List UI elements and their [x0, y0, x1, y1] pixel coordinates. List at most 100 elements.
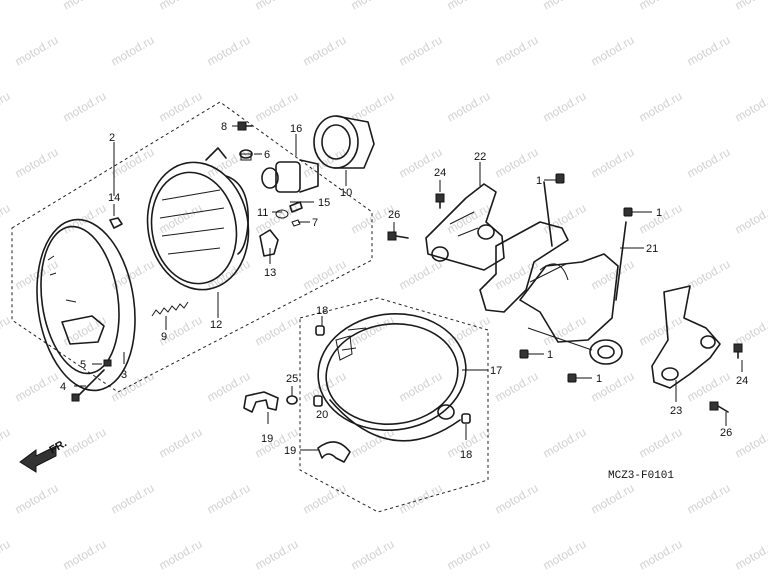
callout-12: 12: [210, 319, 222, 331]
watermark-text: motod.ru: [349, 0, 397, 13]
watermark-text: motod.ru: [253, 89, 301, 125]
watermark-text: motod.ru: [733, 537, 768, 573]
watermark-text: motod.ru: [109, 145, 157, 181]
callout-13: 13: [264, 267, 276, 279]
watermark-text: motod.ru: [397, 257, 445, 293]
callout-8: 8: [221, 121, 227, 133]
callout-22: 22: [474, 151, 486, 163]
bolt-26b: [709, 401, 729, 413]
callout-2: 2: [109, 132, 115, 144]
watermark-text: motod.ru: [0, 201, 13, 237]
watermark-text: motod.ru: [541, 537, 589, 573]
watermark-text: motod.ru: [349, 313, 397, 349]
watermark-text: motod.ru: [637, 89, 685, 125]
watermark-text: motod.ru: [637, 425, 685, 461]
watermark-text: motod.ru: [13, 369, 61, 405]
watermark-text: motod.ru: [493, 481, 541, 517]
watermark-text: motod.ru: [733, 313, 768, 349]
washer: [275, 209, 289, 219]
callout-1b: 1: [656, 207, 662, 219]
bolt-1d: [567, 373, 577, 383]
watermark-text: motod.ru: [157, 425, 205, 461]
watermark-text: motod.ru: [637, 537, 685, 573]
watermark-text: motod.ru: [589, 145, 637, 181]
watermark-text: motod.ru: [0, 425, 13, 461]
watermark-text: motod.ru: [0, 313, 13, 349]
headlight-assembly-frame: [11, 101, 373, 393]
wire-clamp-lower: [317, 441, 351, 463]
callout-23: 23: [670, 405, 682, 417]
watermark-text: motod.ru: [109, 481, 157, 517]
watermark-text: motod.ru: [685, 257, 733, 293]
headlight-stay-left: [651, 285, 721, 389]
watermark-text: motod.ru: [61, 537, 109, 573]
bulb-socket: [259, 229, 279, 257]
callout-21: 21: [646, 243, 658, 255]
watermark-text: motod.ru: [109, 33, 157, 69]
dust-cover: [313, 115, 375, 169]
watermark-text: motod.ru: [541, 89, 589, 125]
screw-small: [291, 219, 301, 227]
front-direction-arrow: [19, 445, 57, 473]
callout-20: 20: [316, 409, 328, 421]
headlight-bracket: [479, 181, 627, 365]
callout-14: 14: [108, 192, 120, 204]
callout-4: 4: [60, 381, 66, 393]
watermark-text: motod.ru: [589, 481, 637, 517]
callout-3: 3: [121, 369, 127, 381]
watermark-text: motod.ru: [61, 89, 109, 125]
watermark-text: motod.ru: [205, 481, 253, 517]
bolt-24b: [733, 343, 743, 359]
watermark-text: motod.ru: [493, 33, 541, 69]
watermark-text: motod.ru: [685, 481, 733, 517]
watermark-text: motod.ru: [13, 145, 61, 181]
watermark-text: motod.ru: [493, 145, 541, 181]
callout-15: 15: [318, 197, 330, 209]
watermark-text: motod.ru: [685, 369, 733, 405]
watermark-text: motod.ru: [397, 369, 445, 405]
headlight-stay: [425, 183, 505, 271]
headlight-case: [317, 313, 467, 442]
watermark-text: motod.ru: [253, 537, 301, 573]
callout-6: 6: [264, 149, 270, 161]
watermark-text: motod.ru: [733, 89, 768, 125]
callout-1d: 1: [596, 373, 602, 385]
watermark-text: motod.ru: [205, 33, 253, 69]
adjusting-spring: [151, 301, 189, 317]
watermark-text: motod.ru: [685, 145, 733, 181]
headlight-unit: [146, 147, 250, 291]
watermark-text: motod.ru: [253, 313, 301, 349]
callout-11: 11: [257, 207, 268, 219]
watermark-text: motod.ru: [445, 201, 493, 237]
callout-16: 16: [290, 123, 302, 135]
bolt-1c: [519, 349, 529, 359]
callout-17: 17: [490, 365, 502, 377]
callout-25: 25: [286, 373, 298, 385]
watermark-text: motod.ru: [541, 313, 589, 349]
headlight-rim: [36, 218, 136, 392]
bolt-26a: [387, 231, 409, 241]
watermark-text: motod.ru: [445, 0, 493, 13]
callout-18b: 18: [460, 449, 472, 461]
watermark-text: motod.ru: [0, 0, 13, 13]
callout-5: 5: [80, 359, 86, 371]
callout-1a: 1: [536, 175, 542, 187]
screw-8: [237, 121, 253, 131]
callout-9: 9: [161, 331, 167, 343]
nut: [103, 359, 112, 367]
watermark-text: motod.ru: [397, 481, 445, 517]
bulb-clip: [289, 201, 303, 213]
watermark-text: motod.ru: [733, 425, 768, 461]
watermark-text: motod.ru: [445, 537, 493, 573]
leader-lines: [74, 125, 743, 451]
rim-screw: [71, 369, 105, 402]
callout-24b: 24: [736, 375, 748, 387]
bolt-1b: [623, 207, 633, 217]
watermark-text: motod.ru: [397, 33, 445, 69]
callout-18a: 18: [316, 305, 328, 317]
watermark-text: motod.ru: [349, 537, 397, 573]
callout-10: 10: [340, 187, 352, 199]
watermark-text: motod.ru: [109, 369, 157, 405]
